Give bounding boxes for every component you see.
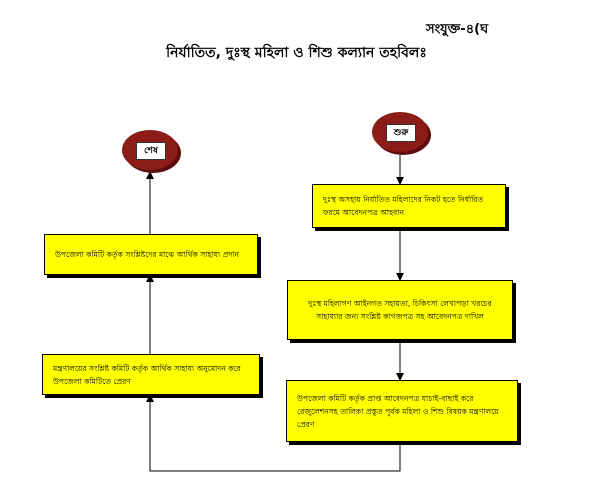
step-1-box: দুঃস্থ অসহায় নির্যাতিত মহিলাদের নিকট হত… (312, 184, 506, 228)
step-5-box: উপজেলা কমিটি কর্তৃক সংশ্লিষ্টদের মাঝে আর… (44, 234, 258, 275)
end-terminal: শেষ (122, 130, 178, 170)
step-2-box: দুঃস্থ মহিলাগণ আইনগত সহায়তা, চিকিৎসা লে… (287, 280, 513, 340)
step-3-text: উপজেলা কমিটি কর্তৃক প্রাপ্ত আবেদনপত্র যা… (297, 393, 499, 429)
start-label: শুরু (386, 124, 416, 142)
arrow-step3-to-step4 (146, 394, 401, 472)
page-title: নির্যাতিত, দুঃস্থ মহিলা ও শিশু কল্যান তহ… (166, 45, 427, 61)
step-4-text: মন্ত্রণালয়ের সংশ্লিষ্ট কমিটি কর্তৃক আর্… (53, 363, 241, 386)
start-terminal: শুরু (372, 112, 428, 152)
step-5-text: উপজেলা কমিটি কর্তৃক সংশ্লিষ্টদের মাঝে আর… (55, 250, 240, 259)
step-2-text: দুঃস্থ মহিলাগণ আইনগত সহায়তা, চিকিৎসা লে… (308, 299, 492, 321)
step-3-box: উপজেলা কমিটি কর্তৃক প্রাপ্ত আবেদনপত্র যা… (286, 380, 518, 442)
step-1-text: দুঃস্থ অসহায় নির্যাতিত মহিলাদের নিকট হত… (323, 195, 484, 217)
step-4-box: মন্ত্রণালয়ের সংশ্লিষ্ট কমিটি কর্তৃক আর্… (42, 354, 260, 395)
annex-label: সংযুক্ত-৪(ঘ (426, 22, 489, 37)
end-label: শেষ (136, 142, 166, 160)
